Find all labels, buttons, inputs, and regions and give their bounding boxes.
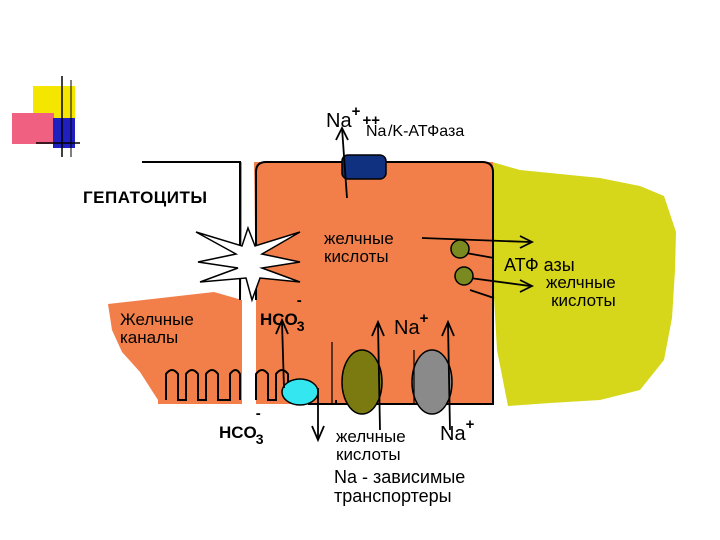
na-efflux-label: Na+ — [326, 103, 361, 132]
na-dependent-transporter-olive — [341, 349, 383, 415]
na-mid-label: Na+ — [394, 310, 429, 339]
na-transport-arrowhead-1 — [371, 319, 385, 337]
atpase-transporter-circle-2 — [454, 266, 474, 286]
hepatocytes-label: ГЕПАТОЦИТЫ — [83, 188, 208, 207]
hco3-out-label: HCO-3 — [219, 405, 264, 447]
na-efflux-arrowhead — [335, 125, 349, 141]
logo-blue-square — [53, 118, 75, 148]
atpase-transporter-circle-1 — [450, 239, 470, 259]
atpase-arrowhead — [519, 235, 535, 249]
na-transport-arrow-1 — [377, 323, 381, 431]
bile-acid-efflux-arrow-line — [469, 277, 531, 287]
na-k-atpase-pump — [341, 154, 387, 180]
na-transport-arrowhead-2 — [441, 319, 455, 337]
atpase-arrow-line-2 — [465, 252, 495, 259]
bile-acid-efflux-arrowhead — [519, 279, 535, 293]
hco3-cell-label: HCO-3 — [260, 293, 305, 334]
hepatocyte-cell-right — [254, 162, 494, 404]
logo-red-square — [12, 113, 54, 144]
bile-acids-blood-label: желчные кислоты — [546, 273, 616, 310]
hepatocyte-cell-left — [108, 162, 242, 404]
na-transport-arrow-2 — [447, 323, 451, 431]
tight-junction-star — [195, 225, 301, 303]
na-dependent-transporter-gray — [411, 349, 453, 415]
decorative-logo — [12, 76, 80, 157]
hco3-up-arrowhead — [275, 317, 289, 335]
na-k-atpase-label: Na++/K-АТФаза — [362, 112, 465, 140]
hco3-transporter — [281, 378, 319, 406]
bile-acid-influx-arrow-line — [469, 289, 495, 299]
canalicular-microvilli-left — [165, 369, 241, 401]
bile-acids-cell-label: желчные кислоты — [324, 229, 394, 266]
hco3-down-arrowhead — [311, 425, 325, 443]
na-bottom-label: Na+ — [440, 416, 475, 445]
na-dependent-transporters-label: Na - зависимые транспортеры — [334, 467, 466, 506]
blood-side-region — [490, 162, 676, 406]
atpase-arrow-line — [421, 237, 531, 243]
na-efflux-arrow — [341, 127, 348, 199]
hco3-up-arrow-line — [281, 321, 285, 389]
atpases-label: АТФ азы — [504, 255, 575, 275]
bile-acids-bottom-label: желчные кислоты — [336, 427, 406, 464]
bile-canals-label: Желчные каналы — [120, 310, 194, 347]
